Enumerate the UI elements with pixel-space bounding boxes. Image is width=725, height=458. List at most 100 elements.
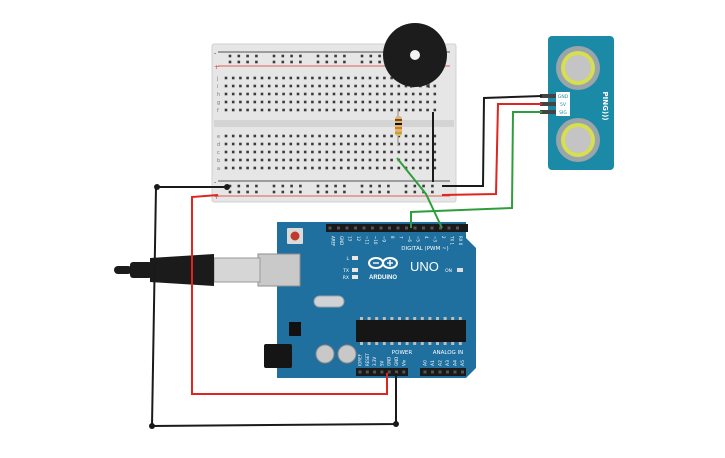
breadboard-hole[interactable] — [318, 166, 321, 170]
breadboard-hole[interactable] — [303, 150, 307, 154]
rail-hole[interactable] — [228, 184, 232, 188]
breadboard-hole[interactable] — [332, 108, 336, 112]
breadboard-hole[interactable] — [224, 158, 228, 162]
digital-pin[interactable] — [456, 226, 459, 230]
breadboard-hole[interactable] — [296, 166, 300, 170]
breadboard-hole[interactable] — [433, 158, 437, 162]
breadboard-hole[interactable] — [375, 84, 379, 88]
wire-5v-loop[interactable] — [191, 194, 388, 395]
breadboard-hole[interactable] — [282, 142, 285, 146]
breadboard-hole[interactable] — [375, 100, 379, 104]
breadboard-hole[interactable] — [289, 92, 293, 96]
breadboard-hole[interactable] — [318, 134, 321, 138]
rail-hole[interactable] — [431, 190, 434, 194]
breadboard-hole[interactable] — [383, 84, 386, 88]
rail-hole[interactable] — [325, 60, 329, 64]
breadboard-hole[interactable] — [289, 108, 293, 112]
breadboard-hole[interactable] — [311, 84, 314, 88]
breadboard-hole[interactable] — [267, 158, 271, 162]
breadboard-hole[interactable] — [275, 100, 278, 104]
breadboard-hole[interactable] — [311, 92, 314, 96]
breadboard-hole[interactable] — [339, 158, 343, 162]
breadboard-hole[interactable] — [375, 134, 379, 138]
digital-pin[interactable] — [362, 226, 366, 230]
breadboard-hole[interactable] — [311, 166, 314, 170]
breadboard-hole[interactable] — [411, 142, 415, 146]
breadboard-hole[interactable] — [296, 142, 300, 146]
breadboard-hole[interactable] — [383, 158, 386, 162]
breadboard-hole[interactable] — [296, 134, 300, 138]
breadboard-hole[interactable] — [253, 158, 257, 162]
rail-hole[interactable] — [299, 190, 302, 194]
rail-hole[interactable] — [387, 184, 390, 188]
breadboard-hole[interactable] — [239, 100, 242, 104]
digital-pin[interactable] — [396, 226, 400, 230]
breadboard-hole[interactable] — [426, 134, 429, 138]
breadboard-hole[interactable] — [339, 166, 343, 170]
breadboard-hole[interactable] — [361, 84, 365, 88]
rail-hole[interactable] — [290, 54, 293, 58]
breadboard-hole[interactable] — [368, 158, 372, 162]
breadboard-hole[interactable] — [419, 100, 422, 104]
breadboard-hole[interactable] — [246, 100, 249, 104]
rail-hole[interactable] — [237, 190, 241, 194]
breadboard-hole[interactable] — [275, 134, 278, 138]
breadboard-hole[interactable] — [433, 134, 437, 138]
digital-pin[interactable] — [337, 226, 340, 230]
breadboard-hole[interactable] — [368, 108, 372, 112]
breadboard-hole[interactable] — [239, 76, 242, 80]
breadboard-hole[interactable] — [361, 150, 365, 154]
breadboard-hole[interactable] — [404, 84, 408, 88]
breadboard-hole[interactable] — [260, 150, 264, 154]
breadboard-hole[interactable] — [419, 92, 422, 96]
rail-hole[interactable] — [290, 184, 293, 188]
breadboard-hole[interactable] — [303, 100, 307, 104]
breadboard-hole[interactable] — [426, 84, 429, 88]
breadboard-hole[interactable] — [253, 108, 257, 112]
breadboard-hole[interactable] — [433, 166, 437, 170]
digital-pin[interactable] — [430, 226, 434, 230]
breadboard-hole[interactable] — [375, 92, 379, 96]
breadboard-hole[interactable] — [231, 158, 235, 162]
breadboard-hole[interactable] — [397, 92, 401, 96]
breadboard-hole[interactable] — [339, 84, 343, 88]
resistor[interactable] — [395, 108, 402, 146]
breadboard-hole[interactable] — [347, 158, 350, 162]
rail-hole[interactable] — [237, 60, 241, 64]
breadboard-hole[interactable] — [318, 100, 321, 104]
rail-hole[interactable] — [404, 190, 408, 194]
digital-pin[interactable] — [447, 226, 451, 230]
breadboard-hole[interactable] — [224, 76, 228, 80]
breadboard-hole[interactable] — [325, 108, 329, 112]
rail-hole[interactable] — [334, 60, 337, 64]
breadboard-hole[interactable] — [390, 108, 393, 112]
breadboard-hole[interactable] — [339, 134, 343, 138]
breadboard-hole[interactable] — [289, 84, 293, 88]
breadboard-hole[interactable] — [311, 158, 314, 162]
rail-hole[interactable] — [246, 54, 249, 58]
wire-sensor-gnd[interactable] — [442, 95, 543, 187]
rail-hole[interactable] — [422, 184, 425, 188]
breadboard-hole[interactable] — [303, 92, 307, 96]
piezo-buzzer[interactable] — [383, 23, 447, 88]
rail-hole[interactable] — [272, 184, 276, 188]
digital-pin[interactable] — [354, 226, 357, 230]
breadboard-hole[interactable] — [368, 92, 372, 96]
analog-pin[interactable] — [438, 370, 442, 374]
breadboard-hole[interactable] — [375, 142, 379, 146]
breadboard-hole[interactable] — [347, 166, 350, 170]
rail-hole[interactable] — [255, 184, 258, 188]
breadboard-hole[interactable] — [260, 142, 264, 146]
breadboard-hole[interactable] — [368, 134, 372, 138]
rail-hole[interactable] — [369, 190, 373, 194]
breadboard-hole[interactable] — [318, 150, 321, 154]
rail-hole[interactable] — [413, 184, 417, 188]
rail-hole[interactable] — [387, 190, 390, 194]
breadboard-hole[interactable] — [383, 76, 386, 80]
breadboard-hole[interactable] — [404, 142, 408, 146]
breadboard-hole[interactable] — [296, 76, 300, 80]
breadboard-hole[interactable] — [318, 84, 321, 88]
breadboard-hole[interactable] — [231, 150, 235, 154]
breadboard-hole[interactable] — [224, 84, 228, 88]
breadboard-hole[interactable] — [426, 108, 429, 112]
